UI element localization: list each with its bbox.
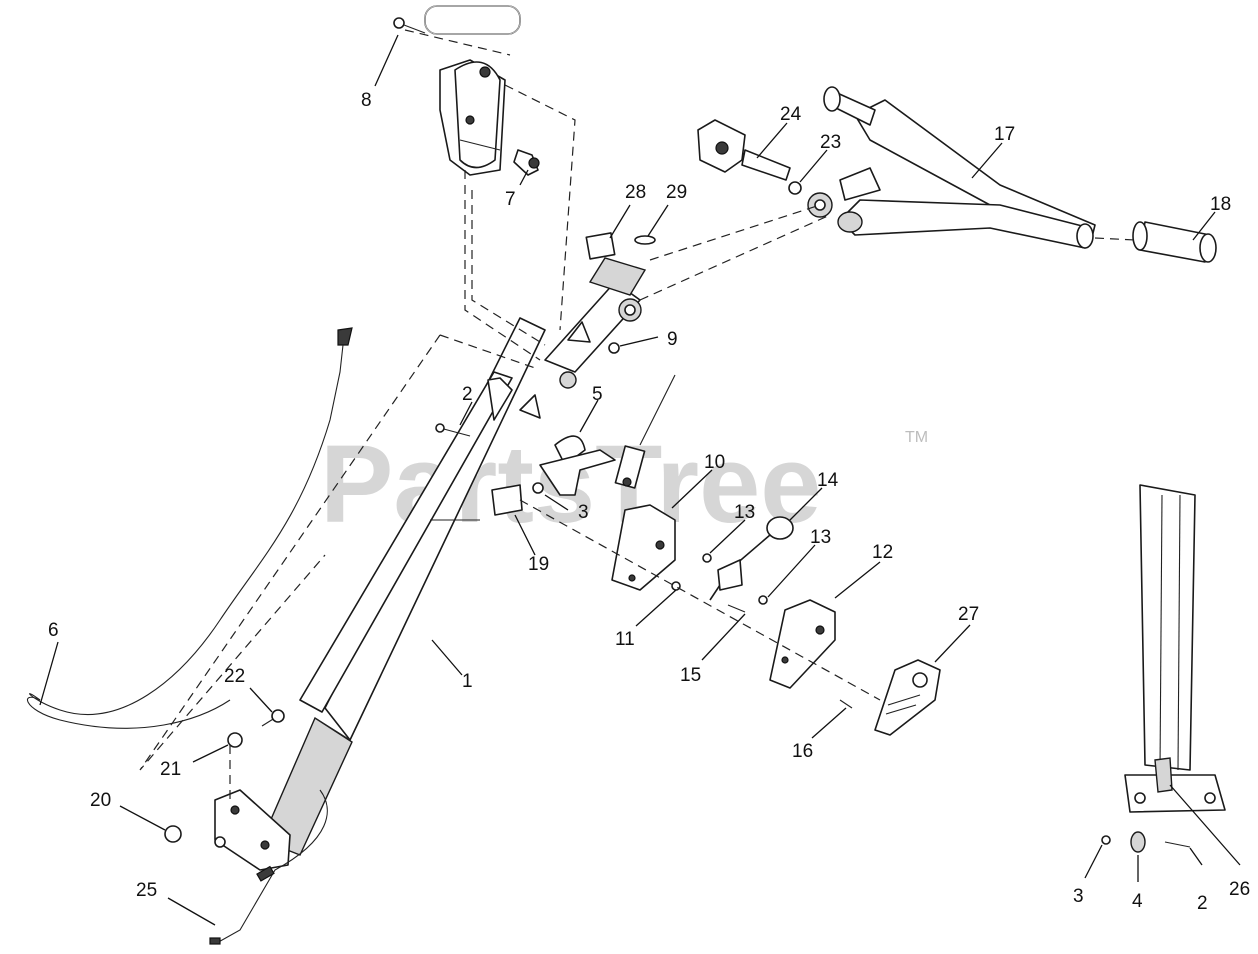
handlebar-pivot-hole (814, 199, 826, 211)
callout-13-right: 13 (810, 527, 831, 548)
callout-4-inset: 4 (1132, 891, 1143, 912)
callout-16: 16 (792, 741, 813, 762)
part-24-knob[interactable] (697, 119, 791, 181)
callout-19: 19 (528, 554, 549, 575)
part-9-nut[interactable] (608, 342, 620, 354)
callout-9: 9 (667, 329, 678, 350)
callout-15: 15 (680, 665, 701, 686)
callout-26-inset: 26 (1229, 879, 1250, 900)
callout-17: 17 (994, 124, 1015, 145)
callout-7: 7 (505, 189, 516, 210)
part-28-block[interactable] (585, 232, 616, 260)
callout-2-inset: 2 (1197, 893, 1208, 914)
part-27-decal-plate[interactable] (874, 659, 941, 736)
control-plate-guide-line (519, 499, 881, 701)
part-5-bracket[interactable] (539, 435, 616, 496)
callout-6: 6 (48, 620, 59, 641)
part-10-plate[interactable] (611, 504, 676, 591)
cable-guide-line-2 (439, 334, 536, 369)
assembly-guide-line-3 (504, 84, 576, 331)
inset-part-4-bushing[interactable] (1130, 831, 1146, 853)
part-13-nut-left[interactable] (702, 553, 712, 563)
part-top-clamp-assembly[interactable] (424, 5, 521, 176)
inset-detail-view[interactable] (1124, 484, 1226, 813)
part-upper-clamp[interactable] (519, 257, 647, 419)
callout-23: 23 (820, 132, 841, 153)
callout-11: 11 (615, 629, 635, 650)
leader-lines (39, 34, 1241, 926)
part-19-bracket[interactable] (491, 484, 523, 516)
part-22-bolt[interactable] (261, 709, 285, 727)
part-lower-bracket[interactable] (214, 789, 291, 871)
part-1-handle-tube[interactable] (261, 317, 546, 856)
callout-3-upper: 3 (578, 502, 589, 523)
callout-24: 24 (780, 104, 802, 125)
callout-27: 27 (958, 604, 979, 625)
part-15-pin[interactable] (727, 604, 746, 613)
assembly-guide-line-2 (471, 190, 546, 346)
part-25-cable-end[interactable] (209, 789, 328, 945)
part-13-nut-right[interactable] (758, 595, 768, 605)
handlebar-guide-line-2 (649, 204, 821, 261)
part-21-washer[interactable] (227, 732, 243, 748)
part-16-screw[interactable] (839, 699, 853, 709)
part-6-cable[interactable] (26, 327, 353, 729)
callout-5: 5 (592, 384, 603, 405)
callout-29: 29 (666, 182, 687, 203)
part-18-grip[interactable] (1132, 221, 1217, 263)
part-14-lever[interactable] (709, 516, 794, 601)
part-12-plate[interactable] (769, 599, 836, 689)
callout-3-inset: 3 (1073, 886, 1084, 907)
callout-21: 21 (160, 759, 181, 780)
callout-14: 14 (817, 470, 839, 491)
callout-22: 22 (224, 666, 245, 687)
callout-28: 28 (625, 182, 646, 203)
callout-25: 25 (136, 880, 157, 901)
part-29-disc[interactable] (634, 235, 656, 245)
part-20-bushing[interactable] (164, 825, 182, 843)
callout-1: 1 (462, 671, 473, 692)
part-3-nut[interactable] (532, 482, 544, 494)
inset-part-2-bolt[interactable] (1164, 841, 1191, 848)
part-2-bolt-upper[interactable] (435, 423, 471, 437)
cable-guide-line (139, 334, 441, 771)
part-7-bolt[interactable] (513, 149, 540, 176)
assembly-guide-line-4 (404, 29, 511, 56)
watermark-trademark: TM (905, 429, 928, 446)
callout-12: 12 (872, 542, 893, 563)
handlebar-guide-line-1 (639, 214, 831, 301)
callout-13-left: 13 (734, 502, 755, 523)
part-clevis-rod[interactable] (614, 374, 676, 489)
part-8-screw[interactable] (393, 17, 426, 34)
part-17-handlebar[interactable] (823, 86, 1096, 249)
part-23-washer[interactable] (788, 181, 802, 195)
inset-part-3-nut[interactable] (1101, 835, 1111, 845)
grip-guide-line (1094, 237, 1136, 241)
callout-18: 18 (1210, 194, 1231, 215)
callout-10: 10 (704, 452, 725, 473)
assembly-guide-line-1 (464, 170, 541, 361)
callout-2-upper: 2 (462, 384, 473, 405)
callout-8: 8 (361, 90, 372, 111)
callout-20: 20 (90, 790, 111, 811)
